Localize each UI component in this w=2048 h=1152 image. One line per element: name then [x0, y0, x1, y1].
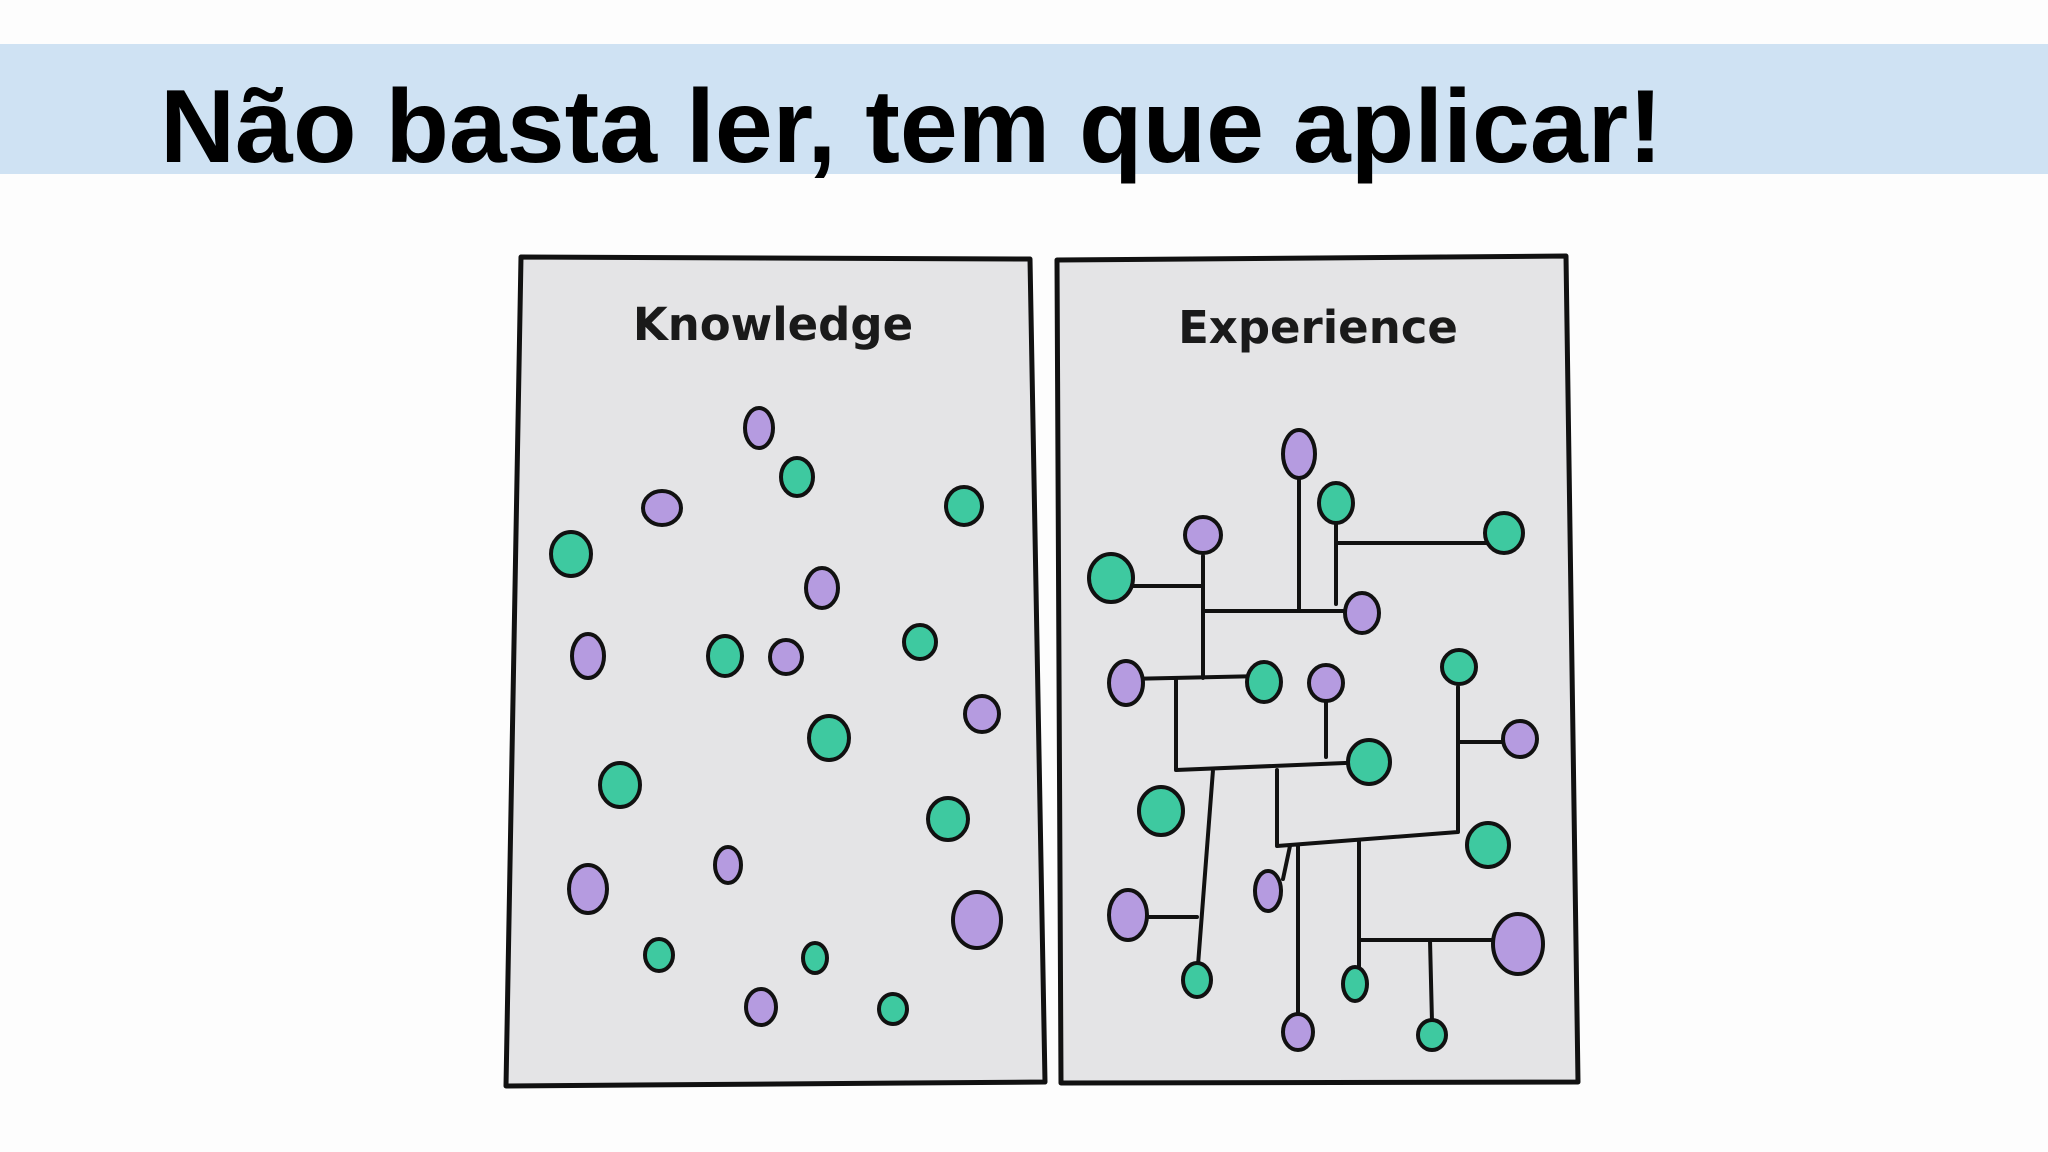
purple-dot	[963, 694, 1001, 734]
purple-dot	[951, 890, 1003, 950]
green-dot	[1416, 1018, 1448, 1052]
green-dot	[801, 941, 829, 975]
green-dot	[926, 796, 970, 842]
green-dot	[1346, 738, 1392, 786]
purple-dot	[743, 406, 775, 450]
purple-dot	[744, 987, 778, 1027]
knowledge-label: Knowledge	[633, 298, 913, 351]
green-dot	[1440, 648, 1478, 686]
purple-dot	[768, 638, 804, 676]
experience-dots	[1087, 428, 1545, 1052]
knowledge-dots	[549, 406, 1003, 1027]
purple-dot	[1183, 515, 1223, 555]
green-dot	[1181, 961, 1213, 999]
purple-dot	[1343, 591, 1381, 635]
green-dot	[549, 530, 593, 578]
connection-lines	[1121, 472, 1522, 1024]
green-dot	[598, 761, 642, 809]
purple-dot	[1307, 663, 1345, 703]
purple-dot	[570, 632, 606, 680]
green-dot	[1245, 660, 1283, 704]
green-dot	[1341, 965, 1369, 1003]
green-dot	[1465, 821, 1511, 869]
purple-dot	[1107, 659, 1145, 707]
green-dot	[779, 456, 815, 498]
green-dot	[944, 485, 984, 527]
purple-dot	[804, 566, 840, 610]
knowledge-panel: Knowledge	[503, 254, 1048, 1089]
purple-dot	[1281, 428, 1317, 480]
purple-dot	[1491, 912, 1545, 976]
green-dot	[706, 634, 744, 678]
green-dot	[807, 714, 851, 762]
purple-dot	[567, 863, 609, 915]
purple-dot	[1253, 869, 1283, 913]
purple-dot	[641, 489, 683, 527]
green-dot	[1317, 481, 1355, 525]
purple-dot	[1281, 1012, 1315, 1052]
purple-dot	[713, 845, 743, 885]
green-dot	[1137, 785, 1185, 837]
experience-label: Experience	[1178, 301, 1458, 354]
title-bar	[0, 44, 2048, 174]
green-dot	[902, 623, 938, 661]
experience-panel: Experience	[1054, 253, 1581, 1086]
green-dot	[1483, 511, 1525, 555]
purple-dot	[1107, 888, 1149, 942]
green-dot	[643, 937, 675, 973]
experience-connections	[1121, 472, 1522, 1024]
green-dot	[877, 992, 909, 1026]
slide-title: Não basta ler, tem que aplicar!	[160, 69, 1663, 185]
purple-dot	[1501, 719, 1539, 759]
green-dot	[1087, 552, 1135, 604]
